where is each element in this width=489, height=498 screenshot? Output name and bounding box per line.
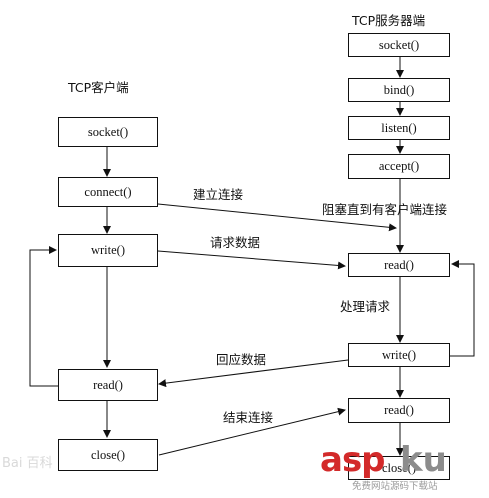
block-until-connect-label: 阻塞直到有客户端连接 [322,202,448,217]
client-close-box: close() [58,439,158,471]
ku-watermark: ku [400,440,447,480]
request-data-label: 请求数据 [210,235,261,250]
server-write-box: write() [348,343,450,367]
arrow-reply-data [158,359,349,388]
asp-watermark: asp [320,440,386,480]
arrow-request-data [150,246,346,270]
server-listen-box: listen() [348,116,450,140]
reply-data-label: 回应数据 [216,352,267,367]
arrow-end-connection [158,407,346,456]
client-loop-arrow [29,246,58,387]
process-request-label: 处理请求 [340,299,391,314]
server-title: TCP服务器端 [352,13,426,28]
server-loop-arrow [450,260,475,357]
server-read-box: read() [348,253,450,277]
client-read-box: read() [58,369,158,401]
site-watermark-subtitle: 免费网站源码下载站 [352,481,438,492]
server-accept-box: accept() [348,154,450,179]
baidu-watermark: Bai 百科 [2,456,53,471]
arrow-establish-connection [150,199,397,232]
server-socket-box: socket() [348,33,450,57]
server-read2-box: read() [348,398,450,423]
server-close-box: close() [348,456,450,480]
server-bind-box: bind() [348,78,450,102]
client-title: TCP客户端 [68,80,129,95]
client-write-box: write() [58,234,158,267]
client-connect-box: connect() [58,177,158,207]
client-socket-box: socket() [58,117,158,147]
end-connection-label: 结束连接 [223,410,274,425]
establish-connection-label: 建立连接 [193,187,244,202]
